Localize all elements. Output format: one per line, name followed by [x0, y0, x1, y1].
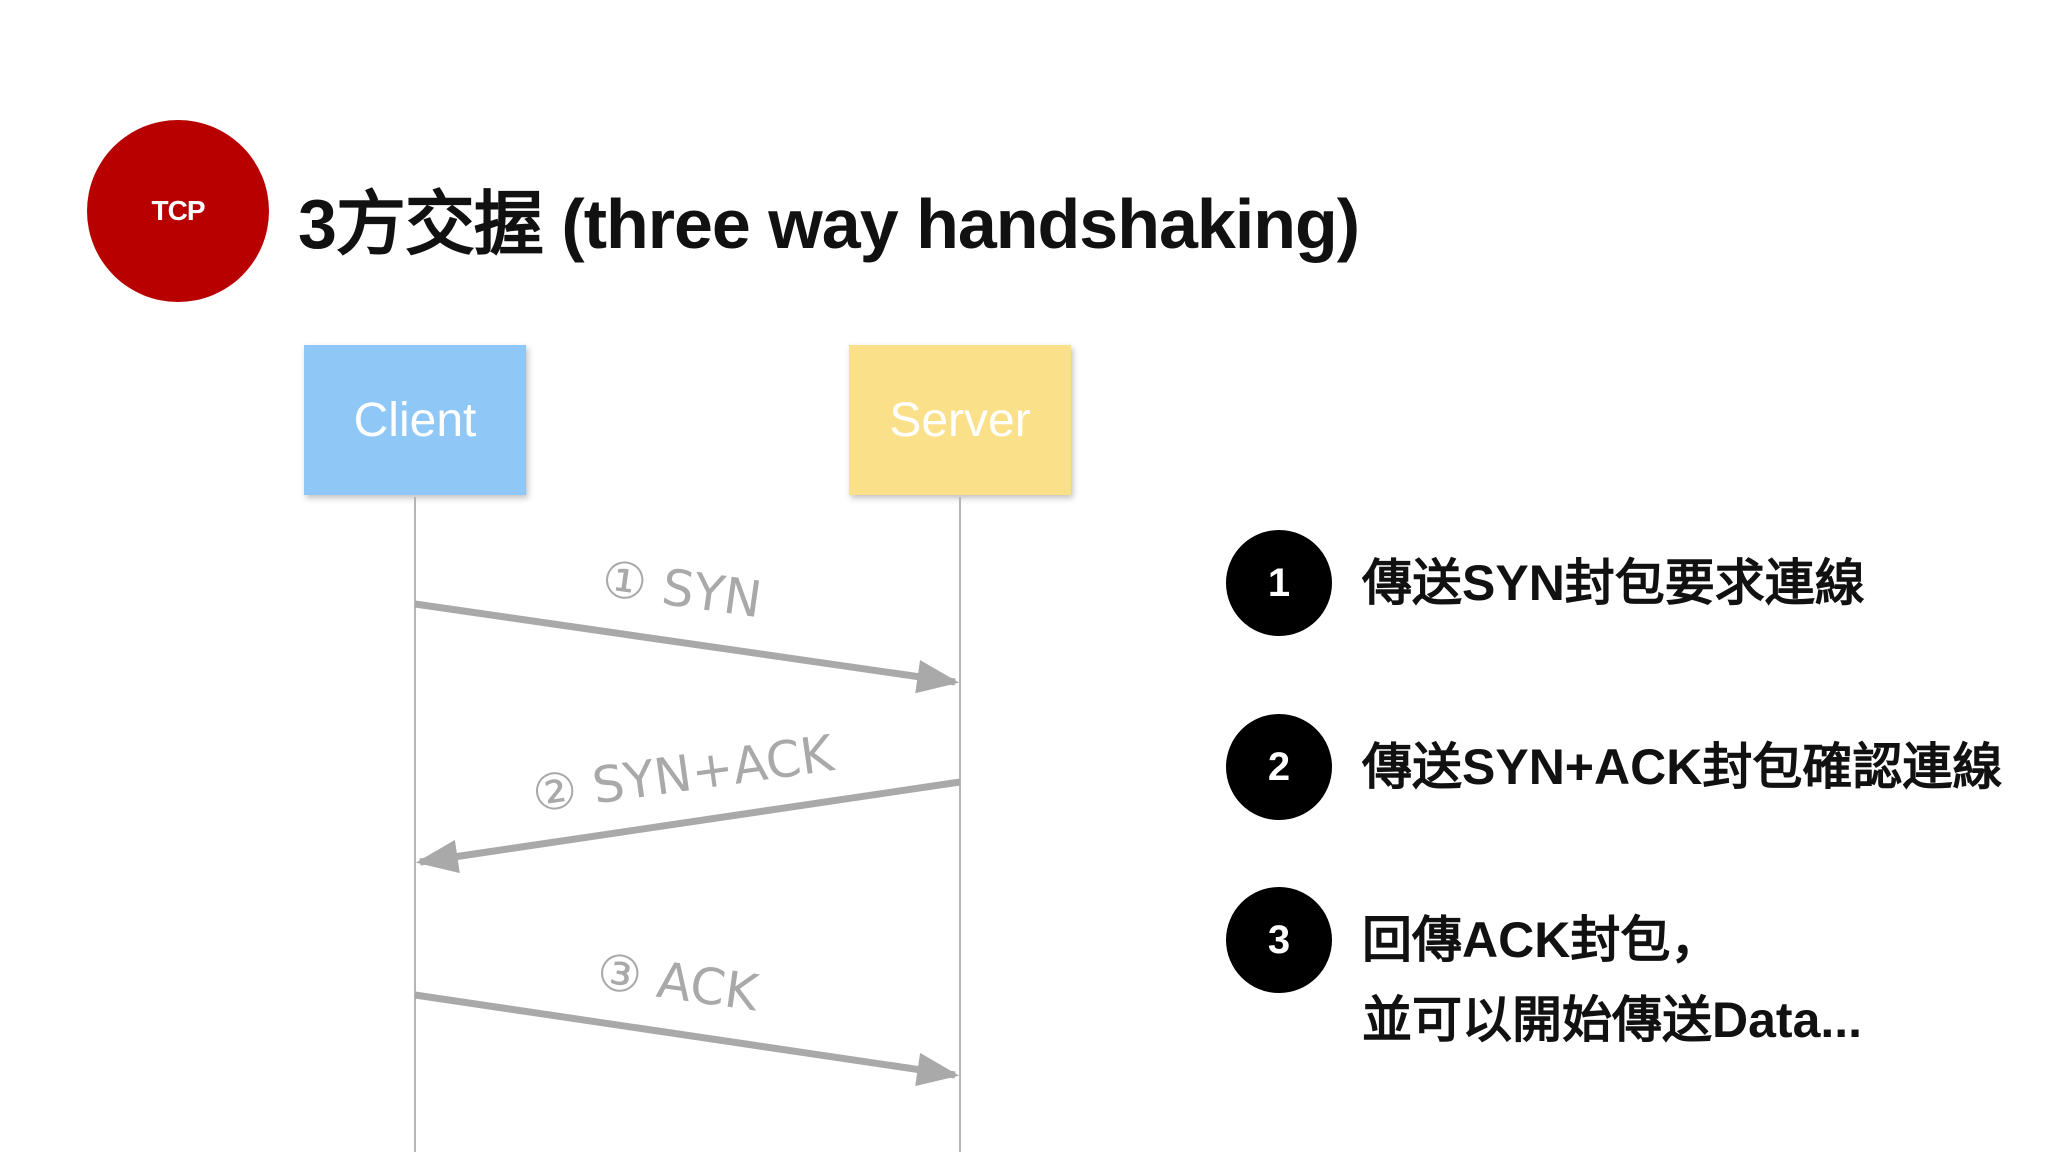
tcp-badge-label: TCP — [151, 195, 206, 226]
step-3-line1: 回傳ACK封包， — [1362, 912, 1721, 968]
client-box: Client — [304, 345, 526, 495]
ack-label: ③ ACK — [593, 942, 762, 1022]
step-2-text: 傳送SYN+ACK封包確認連線 — [1362, 739, 2003, 795]
step-1: 1 傳送SYN封包要求連線 — [1226, 530, 1865, 636]
step-1-text: 傳送SYN封包要求連線 — [1362, 555, 1865, 611]
step-3-line2: 並可以開始傳送Data... — [1362, 992, 1863, 1048]
server-box: Server — [849, 345, 1071, 495]
ack-arrow — [414, 991, 960, 1087]
client-label: Client — [353, 393, 477, 447]
server-label: Server — [889, 393, 1031, 447]
syn-arrow — [414, 600, 960, 694]
tcp-badge: TCP — [87, 120, 269, 302]
step-2-number: 2 — [1226, 714, 1332, 820]
syn-ack-arrow — [415, 778, 961, 874]
step-1-number: 1 — [1226, 530, 1332, 636]
step-3: 3 回傳ACK封包， 並可以開始傳送Data... — [1226, 887, 1862, 1060]
step-2: 2 傳送SYN+ACK封包確認連線 — [1226, 714, 2002, 820]
step-3-number: 3 — [1226, 887, 1332, 993]
page-title: 3方交握 (three way handshaking) — [298, 185, 1360, 263]
syn-label: ① SYN — [598, 549, 765, 629]
step-3-text: 回傳ACK封包， 並可以開始傳送Data... — [1362, 900, 1862, 1060]
